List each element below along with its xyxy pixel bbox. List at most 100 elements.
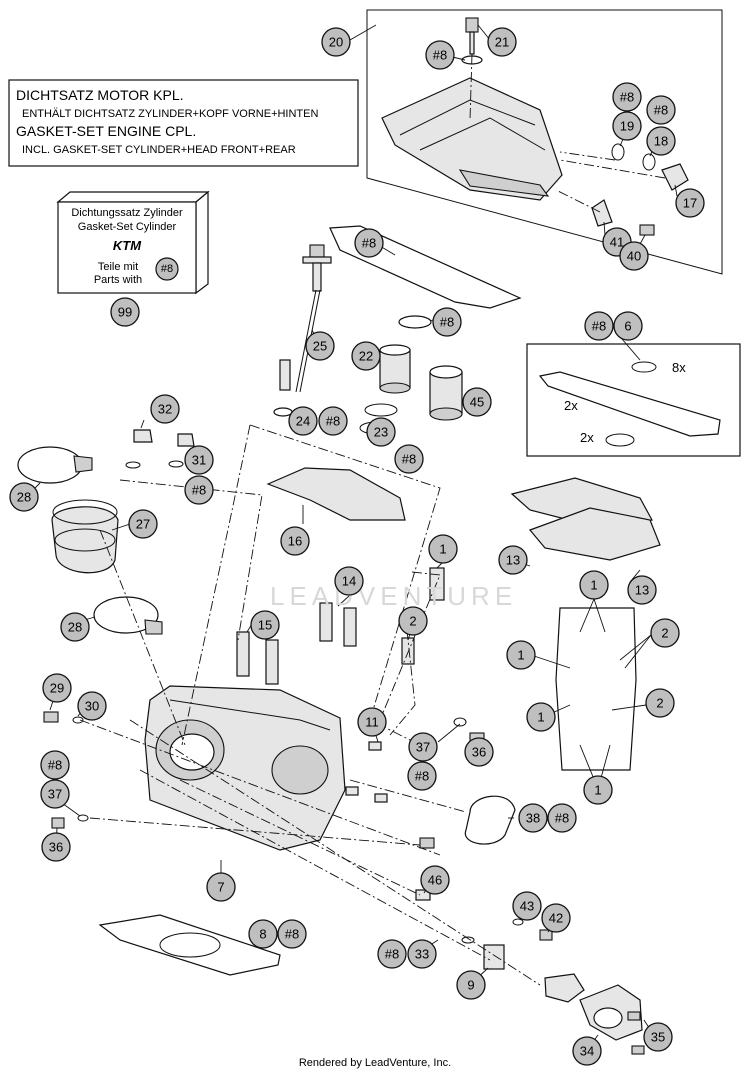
head-gasket [98,914,281,976]
svg-text:32: 32 [158,402,172,417]
svg-text:2: 2 [409,614,416,629]
gasket-label-line1: DICHTSATZ MOTOR KPL. [16,87,184,103]
callout-32: 32 [150,394,180,424]
svg-text:31: 31 [192,453,206,468]
svg-text:22: 22 [359,349,373,364]
svg-text:1: 1 [594,783,601,798]
svg-text:17: 17 [683,196,697,211]
svg-text:19: 19 [620,119,634,134]
svg-text:7: 7 [217,880,224,895]
svg-text:24: 24 [296,414,310,429]
callout-37-right-ref: #8 [407,761,437,791]
svg-text:1: 1 [439,542,446,557]
ktm-logo: KTM [113,238,142,253]
callout-1-plate-left: 1 [506,640,536,670]
svg-text:#8: #8 [440,315,454,330]
callout-36-left: 36 [41,832,71,862]
cylinder-kit-box: Dichtungssatz Zylinder Gasket-Set Cylind… [56,190,210,295]
kit-ref: #8 [161,263,173,275]
callout-2-mid: 2 [398,606,428,636]
qty-2x-b: 2x [580,430,594,445]
svg-text:23: 23 [374,425,388,440]
callout-21: 21 [487,27,517,57]
callout-1-top: 1 [428,534,458,564]
svg-text:2: 2 [661,626,668,641]
svg-text:38: 38 [526,811,540,826]
svg-text:#8: #8 [285,927,299,942]
gasket-set-label: DICHTSATZ MOTOR KPL. ENTHÄLT DICHTSATZ Z… [8,79,359,167]
callout-22: 22 [351,341,381,371]
callout-11: 11 [357,707,387,737]
head-gasket-plate [555,607,637,771]
svg-text:#8: #8 [192,483,206,498]
svg-text:13: 13 [635,583,649,598]
gasket-label-line4: INCL. GASKET-SET CYLINDER+HEAD FRONT+REA… [22,144,296,156]
svg-text:37: 37 [416,740,430,755]
svg-text:46: 46 [428,873,442,888]
callout-29: 29 [42,673,72,703]
svg-text:#8: #8 [620,90,634,105]
stud-bolt [273,244,332,417]
callout-16: 16 [280,526,310,556]
callout-45: 45 [462,387,492,417]
callout-gasket-ref: #8 [354,228,384,258]
callout-37-left-ref: #8 [40,750,70,780]
gasket-label-line2: ENTHÄLT DICHTSATZ ZYLINDER+KOPF VORNE+HI… [22,108,318,120]
svg-text:#8: #8 [415,769,429,784]
kit-line2: Gasket-Set Cylinder [78,221,177,233]
callout-40: 40 [619,241,649,271]
callout-34: 34 [572,1036,602,1066]
svg-text:35: 35 [651,1030,665,1045]
svg-text:#8: #8 [385,947,399,962]
svg-text:11: 11 [365,715,379,730]
callout-31-ref: #8 [184,475,214,505]
svg-text:29: 29 [50,681,64,696]
seal-parts [359,315,463,435]
callout-18-ref: #8 [646,95,676,125]
callout-13-right: 13 [627,575,657,605]
callout-38-ref: #8 [547,803,577,833]
callout-2-plate-a: 2 [650,618,680,648]
svg-text:99: 99 [118,305,132,320]
callout-37-right: 37 [408,732,438,762]
svg-text:36: 36 [472,745,486,760]
svg-text:43: 43 [520,899,534,914]
kit-line3: Teile mit [98,261,138,273]
callout-27: 27 [128,509,158,539]
svg-text:30: 30 [85,699,99,714]
thermostat-housing [544,973,645,1055]
callout-28-bottom: 28 [60,612,90,642]
callouts: 20 #8 21 #8 #8 19 18 17 41 40 #8 99 25 #… [9,27,705,1066]
intake-parts [17,429,195,635]
cylinder-head [144,685,346,851]
callout-19-ref: #8 [612,82,642,112]
gasket-label-line3: GASKET-SET ENGINE CPL. [16,123,196,139]
svg-text:#8: #8 [48,758,62,773]
svg-text:14: 14 [342,574,356,589]
svg-text:25: 25 [313,339,327,354]
callout-42: 42 [541,903,571,933]
hardware [43,711,553,970]
callout-36-right: 36 [464,737,494,767]
callout-25: 25 [305,331,335,361]
qty-2x-a: 2x [564,398,578,413]
svg-text:45: 45 [470,395,484,410]
svg-text:6: 6 [624,319,631,334]
callout-21-ref: #8 [425,40,455,70]
svg-text:27: 27 [136,517,150,532]
callout-20: 20 [321,27,351,57]
svg-text:#8: #8 [654,103,668,118]
callout-1-plate-bottom: 1 [583,775,613,805]
callout-15: 15 [250,610,280,640]
svg-text:8: 8 [259,927,266,942]
camshaft-carrier [266,467,406,521]
callout-7: 7 [206,872,236,902]
callout-2-plate-b: 2 [645,688,675,718]
svg-text:34: 34 [580,1044,594,1059]
callout-13-left: 13 [498,545,528,575]
callout-46: 46 [420,865,450,895]
callout-1-plate-top: 1 [579,570,609,600]
callout-6: 6 [613,311,643,341]
svg-text:42: 42 [549,911,563,926]
svg-text:21: 21 [495,35,509,50]
